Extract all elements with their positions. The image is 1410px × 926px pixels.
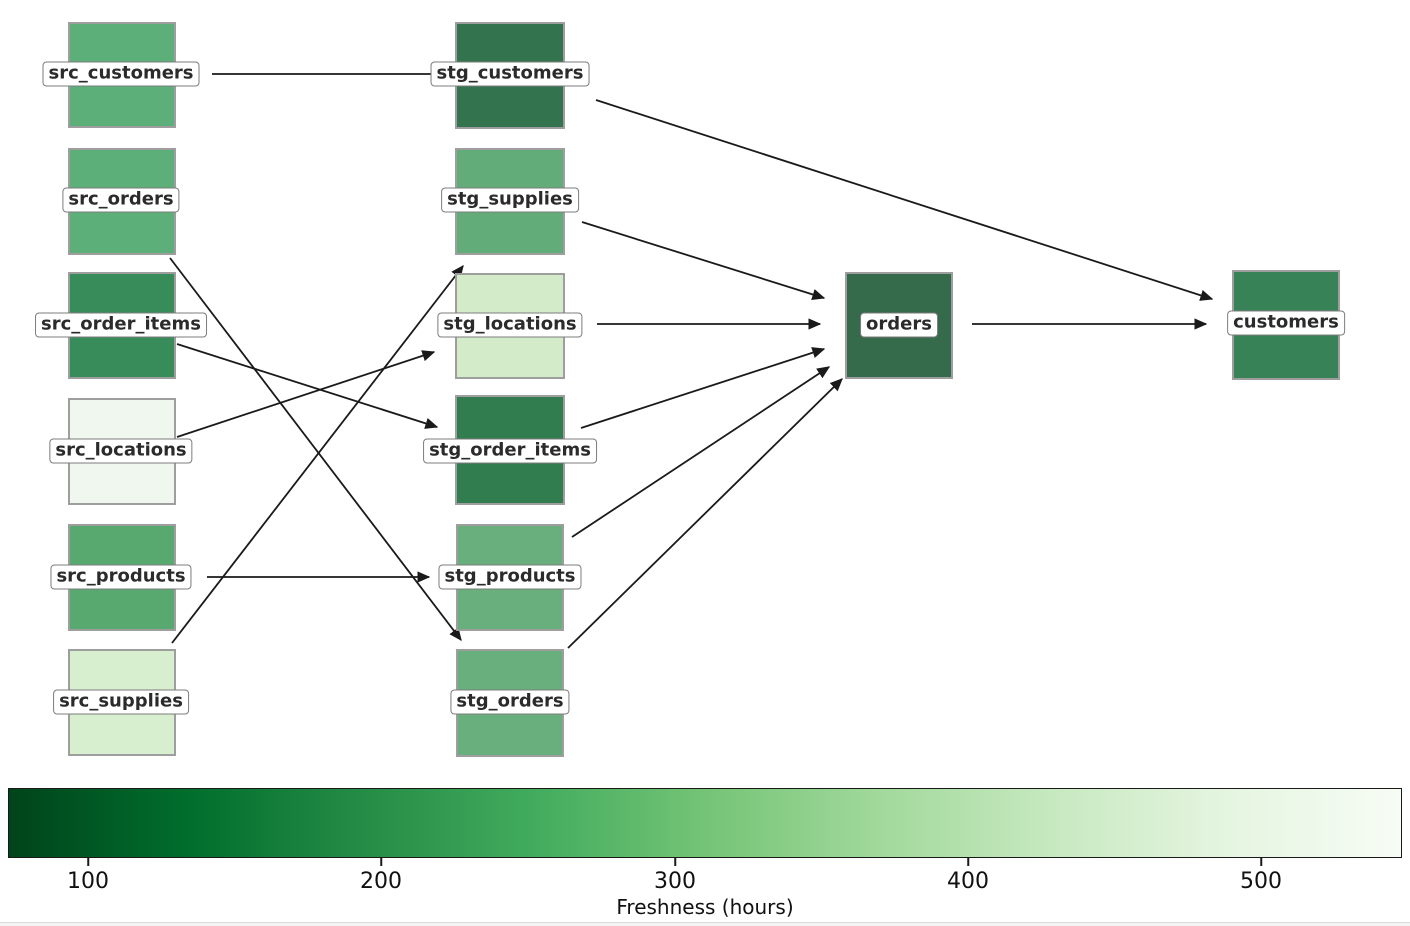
edge-src_orders-to-stg_orders [169, 257, 462, 642]
node-label-stg_order_items: stg_order_items [423, 438, 597, 464]
colorbar-tick-label-300: 300 [654, 869, 696, 894]
node-label-src_products: src_products [50, 564, 192, 590]
colorbar-axis-label: Freshness (hours) [616, 895, 794, 919]
edge-src_order_items-to-stg_order_items [176, 343, 439, 429]
node-label-src_order_items: src_order_items [35, 312, 207, 338]
colorbar-tick-200 [380, 858, 382, 866]
edge-stg_customers-to-customers [595, 99, 1214, 301]
edge-stg_order_items-to-orders [580, 347, 826, 429]
node-label-src_orders: src_orders [62, 187, 180, 213]
node-label-src_supplies: src_supplies [53, 689, 189, 715]
colorbar-tick-label-400: 400 [947, 869, 989, 894]
node-label-orders: orders [860, 312, 938, 338]
node-label-src_locations: src_locations [49, 438, 193, 464]
colorbar-tick-100 [87, 858, 89, 866]
node-label-stg_customers: stg_customers [430, 61, 590, 87]
node-label-stg_orders: stg_orders [450, 689, 570, 715]
colorbar [8, 788, 1402, 858]
edge-stg_products-to-orders [571, 366, 831, 538]
node-label-src_customers: src_customers [42, 61, 200, 87]
colorbar-tick-400 [967, 858, 969, 866]
bottom-window-edge [0, 922, 1410, 926]
colorbar-tick-300 [674, 858, 676, 866]
edge-stg_supplies-to-orders [581, 221, 826, 300]
colorbar-tick-label-500: 500 [1240, 869, 1282, 894]
node-label-stg_supplies: stg_supplies [441, 187, 579, 213]
edge-src_locations-to-stg_locations [176, 350, 436, 438]
node-label-stg_products: stg_products [438, 564, 582, 590]
colorbar-tick-label-200: 200 [360, 869, 402, 894]
edge-src_supplies-to-stg_supplies [171, 264, 464, 644]
node-label-customers: customers [1227, 310, 1345, 336]
colorbar-tick-label-100: 100 [67, 869, 109, 894]
node-label-stg_locations: stg_locations [437, 312, 583, 338]
colorbar-tick-500 [1260, 858, 1262, 866]
edge-stg_orders-to-orders [567, 378, 843, 649]
